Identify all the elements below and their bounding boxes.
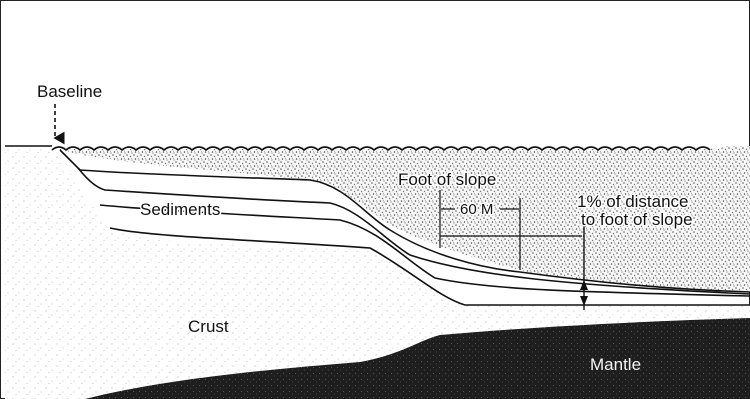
sixty-m-label: 60 M <box>460 201 493 218</box>
foot-of-slope-label: Foot of slope <box>398 170 496 189</box>
sediments-label: Sediments <box>140 200 220 219</box>
one-percent-label-line1: 1% of distance <box>577 192 689 211</box>
crust-label: Crust <box>188 317 229 336</box>
baseline-label: Baseline <box>37 82 102 101</box>
one-percent-label-line2: to foot of slope <box>581 210 693 229</box>
mantle-label: Mantle <box>590 355 641 374</box>
